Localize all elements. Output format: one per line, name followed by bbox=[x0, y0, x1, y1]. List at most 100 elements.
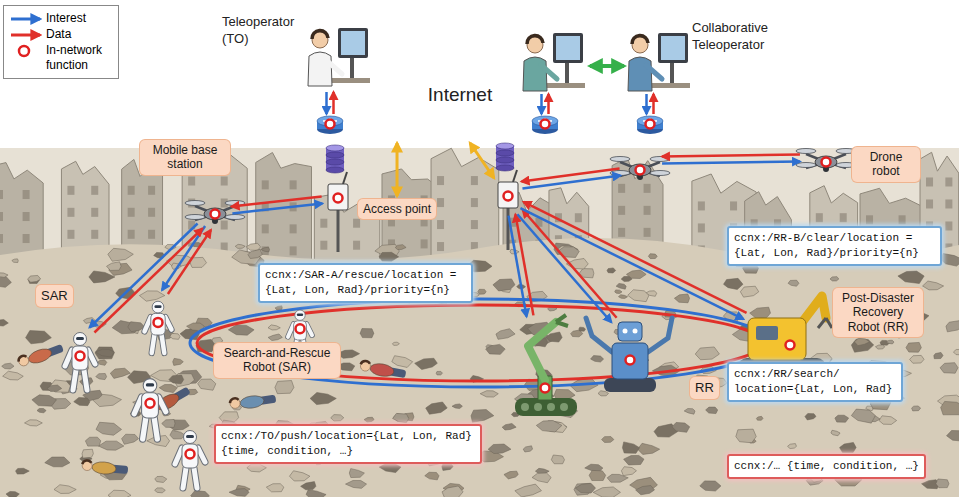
recovery-robot-arm bbox=[547, 403, 555, 411]
rescue-robot-figure bbox=[84, 370, 87, 390]
teleoperator-figure bbox=[628, 33, 690, 91]
rubble bbox=[536, 421, 562, 433]
recovery-robot-arm bbox=[521, 403, 529, 411]
in-network-function-marks bbox=[211, 210, 220, 219]
recovery-robot-excavator bbox=[756, 326, 778, 340]
rubble bbox=[740, 286, 758, 297]
ruined-buildings bbox=[128, 186, 135, 195]
rubble bbox=[648, 254, 657, 259]
in-network-function-marks bbox=[646, 120, 655, 129]
access-point-figure bbox=[326, 167, 344, 173]
rubble bbox=[442, 463, 453, 470]
access-point-figure bbox=[328, 184, 348, 210]
rubble bbox=[247, 464, 267, 472]
node-text: ccnx:/RR/search/ location={Lat, Lon, Rad… bbox=[734, 367, 896, 397]
drone-figure bbox=[650, 171, 670, 176]
victim-figure bbox=[27, 346, 54, 365]
interest-data-arrows bbox=[540, 94, 543, 114]
rubble bbox=[879, 416, 897, 425]
rubble bbox=[628, 290, 649, 302]
drone-figure bbox=[185, 201, 205, 206]
interest-data-arrows bbox=[522, 169, 621, 189]
victim-figure bbox=[369, 362, 395, 378]
node-text: Drone robot bbox=[857, 150, 915, 179]
rescue-robot-figure bbox=[175, 448, 182, 464]
teleoperator-figure bbox=[341, 31, 365, 55]
access-point-figure bbox=[326, 145, 348, 252]
rescue-robot-figure bbox=[162, 335, 165, 353]
teleoperator-figure bbox=[308, 52, 332, 86]
rubble bbox=[16, 468, 30, 474]
rescue-robot-figure bbox=[184, 431, 197, 444]
entity-label-box: Post-Disaster Recovery Robot (RR) bbox=[833, 288, 923, 337]
rescue-robot-figure bbox=[198, 448, 205, 462]
entity-label-box: Mobile base station bbox=[140, 140, 230, 175]
rubble bbox=[32, 395, 57, 406]
rescue-robot-figure bbox=[72, 346, 88, 370]
rubble bbox=[515, 484, 542, 497]
victim-figure bbox=[92, 461, 117, 475]
rescue-robot-figure bbox=[295, 310, 305, 320]
entity-label-box: Search-and-Rescue Robot (SAR) bbox=[214, 343, 340, 378]
ruined-buildings bbox=[128, 230, 135, 239]
ruined-buildings bbox=[840, 213, 847, 222]
node-text: SAR bbox=[41, 288, 68, 304]
teleoperator-figure bbox=[658, 33, 688, 63]
rubble bbox=[0, 273, 8, 278]
access-point-figure bbox=[496, 150, 514, 156]
access-point-figure bbox=[496, 143, 514, 149]
rubble bbox=[275, 306, 282, 310]
rubble bbox=[602, 437, 614, 443]
ruined-buildings bbox=[945, 199, 952, 208]
rubble bbox=[700, 481, 721, 491]
legend-text: Interest bbox=[46, 11, 86, 26]
rescue-robot-figure bbox=[143, 418, 146, 439]
in-network-function-marks bbox=[334, 194, 343, 203]
access-point-figure bbox=[326, 145, 344, 151]
rescue-robot-figure bbox=[152, 301, 164, 313]
entity-label-box: Access point bbox=[358, 199, 436, 219]
rescue-robot-figure bbox=[145, 317, 151, 331]
rubble bbox=[155, 488, 166, 493]
rubble bbox=[504, 471, 518, 479]
rescue-robot-figure bbox=[65, 333, 95, 391]
rubble bbox=[310, 393, 336, 405]
rescue-robot-figure bbox=[175, 448, 182, 464]
ruined-buildings bbox=[221, 177, 228, 186]
rubble bbox=[108, 490, 131, 497]
rubble bbox=[85, 437, 100, 446]
rubble bbox=[45, 457, 70, 467]
rubble bbox=[684, 409, 695, 415]
rubble bbox=[579, 327, 586, 331]
recovery-robot-blue bbox=[586, 318, 672, 392]
ruined-buildings bbox=[644, 206, 651, 215]
rubble bbox=[493, 279, 515, 291]
node-text: Access point bbox=[363, 202, 431, 216]
rubble bbox=[636, 486, 655, 495]
ruined-buildings bbox=[67, 208, 74, 217]
teleoperator-figure bbox=[661, 36, 685, 60]
legend-swatch bbox=[19, 46, 29, 56]
access-point-figure bbox=[513, 170, 517, 182]
rubble bbox=[331, 415, 344, 421]
interest-data-arrows bbox=[524, 202, 747, 313]
rubble bbox=[480, 391, 498, 397]
in-network-function-marks bbox=[541, 384, 550, 393]
node-text: RR bbox=[695, 380, 714, 396]
collaboration-arrow bbox=[590, 66, 624, 67]
rubble bbox=[392, 342, 399, 345]
victim-figure bbox=[359, 360, 406, 380]
ruined-buildings bbox=[91, 186, 98, 195]
ruined-buildings bbox=[0, 234, 3, 243]
in-network-function-marks bbox=[504, 192, 513, 201]
ruined-buildings bbox=[188, 177, 195, 186]
teleoperator-figure bbox=[523, 33, 585, 91]
rubble bbox=[95, 349, 114, 357]
ruined-buildings bbox=[67, 186, 74, 195]
ruined-buildings bbox=[945, 177, 952, 186]
rubble bbox=[906, 342, 921, 352]
rubble bbox=[6, 491, 19, 497]
rubble bbox=[706, 407, 718, 414]
teleoperator-figure bbox=[527, 35, 543, 44]
rescue-robot-figure bbox=[76, 337, 84, 340]
